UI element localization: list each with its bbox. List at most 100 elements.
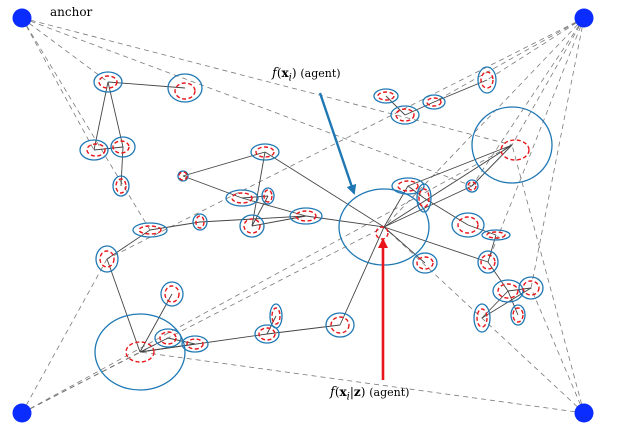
agent-posterior-ellipse (471, 106, 553, 184)
anchor-dashed-links (21, 17, 585, 414)
anchor-link (433, 17, 585, 103)
agent-edge (107, 81, 124, 148)
agent-edge (182, 175, 243, 199)
agent-node (481, 229, 511, 241)
agent-edge (93, 81, 109, 151)
agent-node (112, 175, 130, 197)
agent-edges (93, 79, 532, 353)
agent-posterior-ellipse (481, 229, 511, 241)
agent-top-label: f(xi) (agent) (272, 66, 341, 83)
agent-posterior-ellipse (254, 324, 280, 344)
anchor-nodes (12, 8, 594, 423)
anchor-link (21, 17, 513, 146)
agent-posterior-ellipse (177, 170, 189, 182)
agent-posterior-ellipse (477, 250, 499, 274)
anchor-link (21, 17, 95, 151)
agent-conditional-ellipse (125, 341, 155, 363)
agent-posterior-ellipse (154, 328, 182, 348)
agent-node (154, 328, 182, 348)
anchor-link (21, 226, 385, 414)
agent-node (289, 207, 323, 225)
agent-conditional-ellipse (271, 307, 281, 325)
agent-edge (407, 185, 425, 199)
agent-node (93, 71, 123, 93)
agent-edge (241, 197, 307, 217)
agent-bottom-open: ( (334, 385, 340, 399)
agent-edge (383, 185, 409, 228)
agent-conditional-ellipse (467, 181, 477, 191)
agent-node (416, 183, 432, 213)
agent-node (471, 106, 553, 184)
agent-posterior-ellipse (518, 276, 544, 300)
agent-posterior-ellipse (132, 222, 168, 238)
agent-edge (106, 258, 141, 353)
agent-posterior-ellipse (110, 136, 136, 158)
agent-edge (107, 81, 186, 89)
anchor-link (383, 17, 585, 228)
anchor-link (511, 144, 585, 414)
agent-posterior-ellipse (390, 105, 420, 125)
agent-conditional-ellipse (243, 218, 261, 234)
agent-edge (182, 151, 266, 177)
agent-node (325, 312, 355, 338)
agent-conditional-ellipse (397, 180, 419, 192)
agent-conditional-ellipse (522, 280, 540, 296)
agent-edge (471, 144, 513, 187)
agent-edge (383, 185, 473, 228)
agent-node (422, 94, 446, 110)
anchor-link (530, 17, 585, 289)
agent-edge (433, 79, 488, 103)
agent-posterior-ellipse (465, 179, 479, 193)
agent-conditional-ellipse (497, 283, 519, 299)
agent-posterior-ellipse (373, 88, 399, 104)
agent-conditional-ellipse (263, 189, 273, 203)
anchor-node (574, 403, 594, 423)
agent-edge (139, 337, 169, 353)
agent-node (160, 281, 184, 307)
agent-edge (264, 151, 385, 228)
agent-node (192, 213, 208, 231)
agent-conditional-ellipse (138, 225, 162, 235)
anchor-link (530, 287, 585, 414)
agent-posterior-ellipse (325, 312, 355, 338)
agent-conditional-ellipse (500, 139, 530, 161)
agent-conditional-ellipse (395, 108, 415, 122)
agent-top-sub: i (288, 72, 292, 84)
agent-bottom-f: f (330, 385, 335, 400)
agent-top-f: f (272, 66, 277, 81)
agent-conditional-ellipse (476, 308, 488, 328)
agent-posterior-ellipse (250, 143, 280, 161)
agent-edge (167, 337, 196, 345)
agent-node (391, 177, 425, 195)
agent-edge (339, 226, 385, 326)
agent-posterior-ellipse (225, 189, 259, 207)
agent-posterior-ellipse (477, 66, 497, 94)
agent-conditional-ellipse (195, 215, 205, 229)
agent-posterior-ellipse (93, 71, 123, 93)
agent-node (167, 73, 203, 103)
agent-node (510, 304, 526, 326)
agent-node (373, 88, 399, 104)
agent-node (465, 179, 479, 193)
agent-posterior-ellipse (95, 245, 119, 273)
agent-posterior-ellipse (79, 139, 109, 161)
agent-node (412, 252, 438, 274)
agent-edge (407, 144, 513, 187)
agent-conditional-ellipse (330, 316, 350, 334)
agent-posterior-ellipse (239, 214, 265, 238)
agent-top-close: ) (291, 66, 297, 80)
anchor-link (21, 258, 108, 414)
agent-node (451, 212, 485, 238)
agent-edge (305, 215, 385, 228)
agent-node (110, 136, 136, 158)
agent-conditional-ellipse (159, 331, 177, 345)
agent-node (250, 143, 280, 161)
agent-posterior-ellipse (167, 73, 203, 103)
agent-node (518, 276, 544, 300)
agent-node (132, 222, 168, 238)
agent-node (94, 313, 186, 391)
agent-bottom-bar: | (349, 385, 354, 399)
agent-node (390, 105, 420, 125)
